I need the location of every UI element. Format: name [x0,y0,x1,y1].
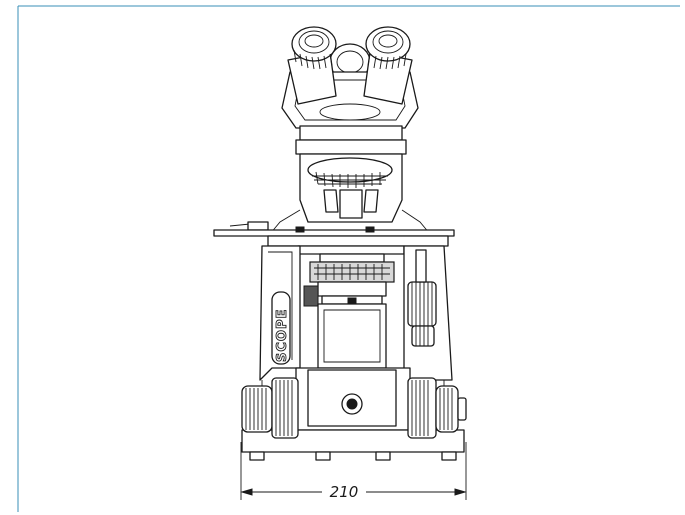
dimension-value: 210 [330,483,359,501]
condenser-top [319,253,385,263]
focus-side-knob [303,285,319,307]
dimension-arrow-right [454,488,467,496]
drawing-frame [17,5,680,512]
foot-4 [441,451,457,461]
left-eyepiece [291,26,337,62]
nosepiece-turret [307,157,393,183]
right-fine-focus-knob [407,377,467,439]
left-fine-focus-knob [241,377,299,439]
objective-center [339,189,363,219]
brand-label: SCOPE [275,309,290,362]
head-neck [299,125,403,141]
coarse-focus-knob [407,249,437,347]
microscope-body: SCOPE [259,245,453,431]
right-eyepiece [365,26,411,62]
condenser-carrier [309,261,395,283]
condenser-assembly [309,253,395,305]
arm-and-nosepiece [269,139,431,235]
foot-1 [249,451,265,461]
brand-plate [271,291,291,365]
dimension-arrow-left [240,488,253,496]
arm-top-block [295,139,407,155]
stage-plate [213,229,455,237]
binocular-head [281,26,419,141]
objective-right [363,189,379,213]
objective-left [323,189,339,213]
foot-2 [315,451,331,461]
foot-3 [375,451,391,461]
width-dimension: 210 [240,442,467,501]
